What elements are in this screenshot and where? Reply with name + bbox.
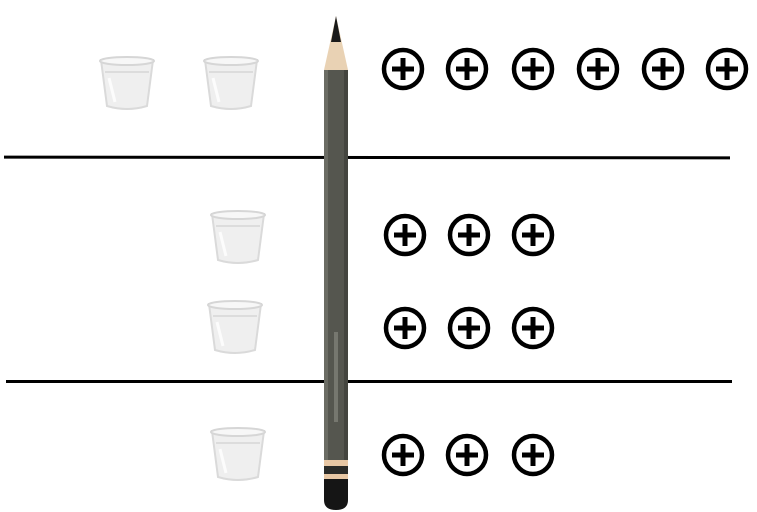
circled-plus-icon [575,46,621,92]
measuring-cup-icon [95,54,159,112]
circled-plus-icon [446,212,492,258]
circled-plus-icon [382,212,428,258]
circled-plus-icon [640,46,686,92]
circled-plus-icon [380,46,426,92]
measuring-cup-icon [203,298,267,356]
circled-plus-icon [444,432,490,478]
circled-plus-icon [510,212,556,258]
circled-plus-icon [444,46,490,92]
circled-plus-icon [704,46,750,92]
circled-plus-icon [380,432,426,478]
circled-plus-icon [446,305,492,351]
pencil-icon [318,12,354,512]
measuring-cup-icon [206,425,270,483]
measuring-cup-icon [199,54,263,112]
circled-plus-icon [510,432,556,478]
divider-line-bottom [6,380,732,383]
pencil-band [324,460,348,466]
circled-plus-icon [510,305,556,351]
circled-plus-icon [510,46,556,92]
divider-line-top [4,156,730,160]
pencil-tip-graphite [331,16,341,42]
measuring-cup-icon [206,208,270,266]
circled-plus-icon [382,305,428,351]
